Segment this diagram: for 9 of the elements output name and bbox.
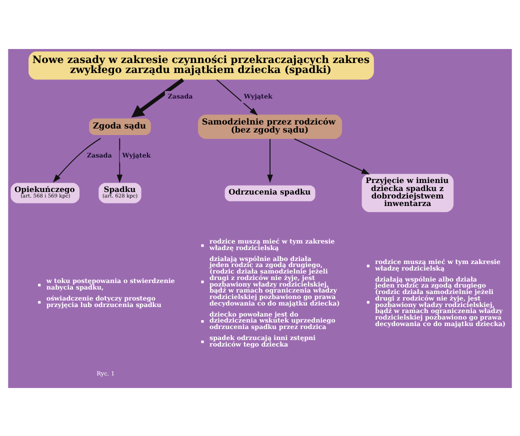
node-box: Nowe zasady w zakresie czynności przekraczających zakres zwykłego zarządu majątkiem dziecka (spadki) xyxy=(28,51,374,80)
arrow xyxy=(52,137,102,182)
arrow xyxy=(294,138,370,174)
arrow xyxy=(267,138,273,182)
arrow xyxy=(216,78,258,115)
node-box: Samodzielnie przez rodziców (bez zgody sądu) xyxy=(198,114,342,138)
arrow xyxy=(131,78,184,118)
arrow xyxy=(116,137,123,182)
node-box: Zgoda sądu xyxy=(89,118,151,135)
